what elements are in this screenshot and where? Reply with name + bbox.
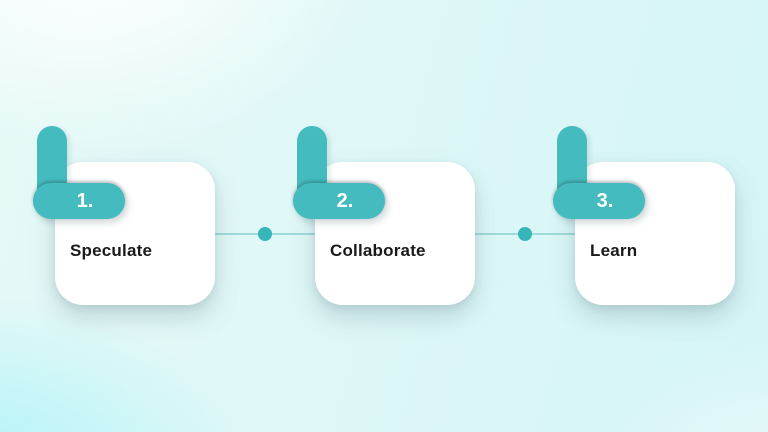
step-2-number: 2. [336,190,354,212]
step-1-number: 1. [76,190,94,212]
step-1-number-pill: 1. [33,183,125,219]
step-3-number-pill: 3. [553,183,645,219]
step-2-label: Collaborate [330,241,426,260]
step-3: Learn 3. [553,126,768,316]
step-1: Speculate 1. [33,126,248,316]
step-3-label: Learn [590,241,638,260]
connector-2-dot [518,227,532,241]
step-2: Collaborate 2. [293,126,508,316]
connector-2-line [475,227,575,241]
connector-1-line [215,227,315,241]
connector-1-dot [258,227,272,241]
step-3-number: 3. [596,190,614,212]
step-2-number-pill: 2. [293,183,385,219]
step-1-label: Speculate [70,241,153,260]
